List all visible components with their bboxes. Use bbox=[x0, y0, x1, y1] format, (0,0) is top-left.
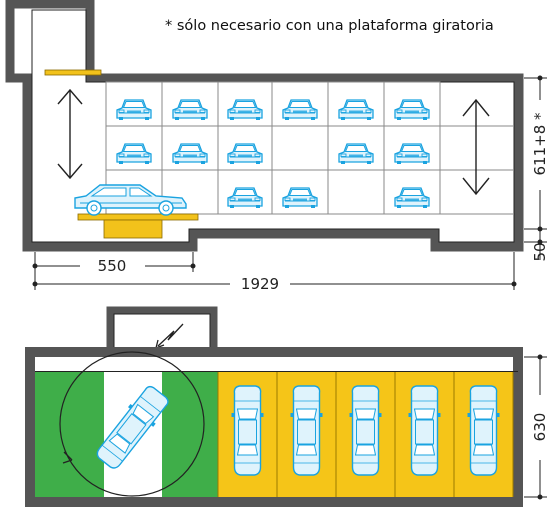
double-arrow-vertical-icon bbox=[57, 88, 83, 180]
dimension-611-8: 611+8 * bbox=[531, 112, 549, 176]
turntable-circle bbox=[59, 351, 205, 497]
bay-car bbox=[289, 385, 324, 476]
elevation-view bbox=[5, 0, 524, 252]
bay-car bbox=[466, 385, 501, 476]
dimension-630: 630 bbox=[531, 413, 549, 442]
plan-dimensions bbox=[524, 354, 547, 500]
plan-view bbox=[25, 306, 523, 507]
dimension-1929: 1929 bbox=[241, 275, 279, 293]
parking-grid bbox=[105, 81, 514, 215]
dimension-50: 50 bbox=[531, 242, 549, 261]
lift-base bbox=[103, 219, 163, 239]
rotation-arrow-icon bbox=[62, 451, 73, 464]
bay-car bbox=[348, 385, 383, 476]
elevation-dimensions bbox=[32, 75, 547, 290]
upper-platform bbox=[44, 69, 102, 76]
dimension-550: 550 bbox=[98, 257, 127, 275]
footnote-text: * sólo necesario con una plataforma gira… bbox=[165, 18, 494, 34]
double-arrow-vertical-icon bbox=[462, 98, 490, 196]
elevation-wall bbox=[5, 0, 524, 252]
bay-car bbox=[407, 385, 442, 476]
bay-car bbox=[230, 385, 265, 476]
plan-wall bbox=[25, 347, 523, 507]
